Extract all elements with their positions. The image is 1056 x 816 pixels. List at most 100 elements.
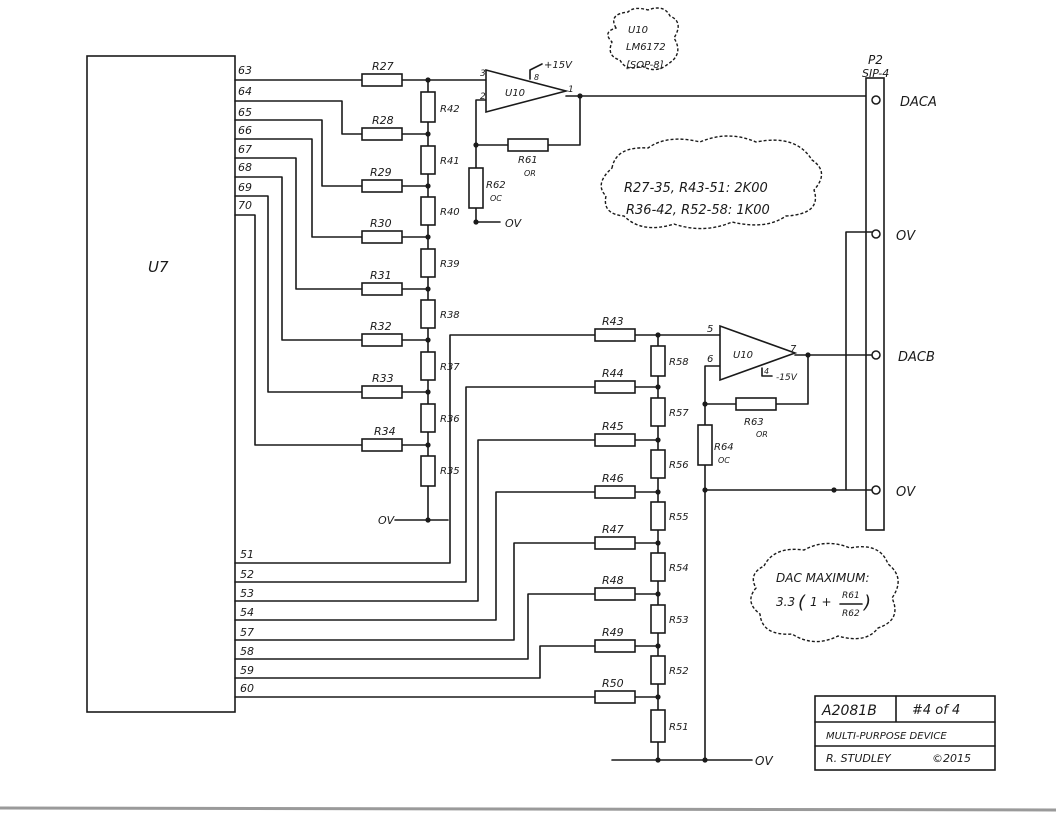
opamp-b — [719, 324, 798, 382]
resistor-r52 — [650, 655, 666, 685]
resistor-r54 — [650, 552, 666, 582]
u7-pin-68: 68 — [238, 161, 252, 174]
label-r27: R27 — [372, 60, 394, 73]
label-r32: R32 — [370, 320, 392, 333]
label-r62: R62 — [486, 180, 506, 191]
u7-pin-51: 51 — [240, 548, 254, 561]
label-r39: R39 — [440, 259, 460, 270]
label-r56: R56 — [669, 460, 689, 471]
values-note-line2: R36-42, R52-58: 1K00 — [626, 203, 770, 218]
dac-note-num: R61 — [842, 591, 860, 601]
u7-pin-69: 69 — [238, 181, 252, 194]
opamp-a-pin-neg: 2 — [480, 92, 486, 102]
label-r42: R42 — [440, 104, 460, 115]
resistor-r61 — [507, 138, 549, 152]
dac-b-wiring — [234, 334, 873, 761]
label-r44: R44 — [602, 367, 624, 380]
opamp-b-supply: -15V — [776, 373, 798, 383]
opamp-b-pin-sup: 4 — [764, 367, 769, 376]
resistor-r49 — [594, 639, 636, 653]
dac-a-wiring — [234, 79, 875, 521]
resistor-r47 — [594, 536, 636, 550]
opamp-a-supply: +15V — [544, 60, 573, 71]
resistor-r48 — [594, 587, 636, 601]
values-note-line1: R27-35, R43-51: 2K00 — [624, 181, 768, 196]
label-r34: R34 — [374, 425, 396, 438]
ladder-a-junctions — [425, 77, 479, 523]
title-block-sheet: #4 of 4 — [912, 703, 960, 718]
opamp-a — [485, 68, 570, 114]
opamp-a-label: U10 — [505, 88, 525, 99]
resistor-r57 — [650, 397, 666, 427]
resistor-r64 — [697, 424, 713, 466]
value-r62: OC — [490, 194, 502, 203]
label-r55: R55 — [669, 512, 689, 523]
label-r51: R51 — [669, 722, 689, 733]
resistor-r27 — [361, 73, 403, 87]
label-r46: R46 — [602, 472, 624, 485]
title-block — [814, 695, 996, 771]
resistor-r40 — [420, 196, 436, 226]
ground-label-amp-a: OV — [505, 217, 523, 230]
ground-label-ladder-b: OV — [755, 754, 773, 768]
ground-label-ladder-a: OV — [378, 514, 396, 527]
resistor-r38 — [420, 299, 436, 329]
value-r63: OR — [756, 430, 768, 439]
resistor-r58 — [650, 345, 666, 377]
label-r33: R33 — [372, 372, 394, 385]
connector-label-daca: DACA — [900, 95, 937, 110]
label-r63: R63 — [744, 417, 764, 428]
resistor-r37 — [420, 351, 436, 381]
resistor-r43 — [594, 328, 636, 342]
resistor-r33 — [361, 385, 403, 399]
u7-pin-64: 64 — [238, 85, 252, 98]
label-r54: R54 — [669, 563, 689, 574]
opamp-b-label: U10 — [733, 350, 753, 361]
u7-pin-58: 58 — [240, 645, 254, 658]
label-r28: R28 — [372, 114, 394, 127]
resistor-r36 — [420, 403, 436, 433]
resistor-r39 — [420, 248, 436, 278]
opamp-b-pin-out: 7 — [790, 344, 797, 355]
u7-pin-60: 60 — [240, 682, 254, 695]
u7-label: U7 — [148, 258, 169, 276]
u7-pin-54: 54 — [240, 606, 254, 619]
u7-pin-59: 59 — [240, 664, 254, 677]
u7-pin-63: 63 — [238, 64, 252, 77]
opamp-b-pin-pos: 5 — [707, 324, 713, 335]
title-block-year: ©2015 — [932, 752, 971, 765]
u7-pin-66: 66 — [238, 124, 252, 137]
resistor-r55 — [650, 501, 666, 531]
connector-pin-dacb — [871, 350, 881, 360]
label-r52: R52 — [669, 666, 689, 677]
title-block-part: A2081B — [821, 703, 877, 719]
label-r57: R57 — [669, 408, 689, 419]
u10-note-line3: [SOP-8] — [626, 60, 664, 71]
resistor-r53 — [650, 604, 666, 634]
opamp-a-pin-pos: 3 — [480, 69, 486, 79]
label-r45: R45 — [602, 420, 624, 433]
label-r29: R29 — [370, 166, 392, 179]
opamp-b-pin-neg: 6 — [707, 354, 713, 365]
dac-note-prefix: 3.3 — [776, 595, 795, 609]
opamp-a-pin-sup: 8 — [534, 73, 539, 82]
u7-pin-70: 70 — [238, 199, 252, 212]
resistor-r44 — [594, 380, 636, 394]
dac-note-one: 1 + — [810, 595, 832, 609]
resistor-r45 — [594, 433, 636, 447]
connector-label-dacb: DACB — [898, 350, 935, 365]
label-r53: R53 — [669, 615, 689, 626]
resistor-r42 — [420, 91, 436, 123]
resistor-r29 — [361, 179, 403, 193]
u7-pin-67: 67 — [238, 143, 252, 156]
connector-label-0v-a: OV — [896, 229, 916, 244]
label-r38: R38 — [440, 310, 460, 321]
u7-pin-65: 65 — [238, 106, 252, 119]
resistor-r46 — [594, 485, 636, 499]
connector-p2-type: SIP-4 — [862, 67, 889, 80]
u7-pin-57: 57 — [240, 626, 254, 639]
resistor-r50 — [594, 690, 636, 704]
u10-note-line2: LM6172 — [626, 42, 666, 53]
label-r47: R47 — [602, 523, 624, 536]
